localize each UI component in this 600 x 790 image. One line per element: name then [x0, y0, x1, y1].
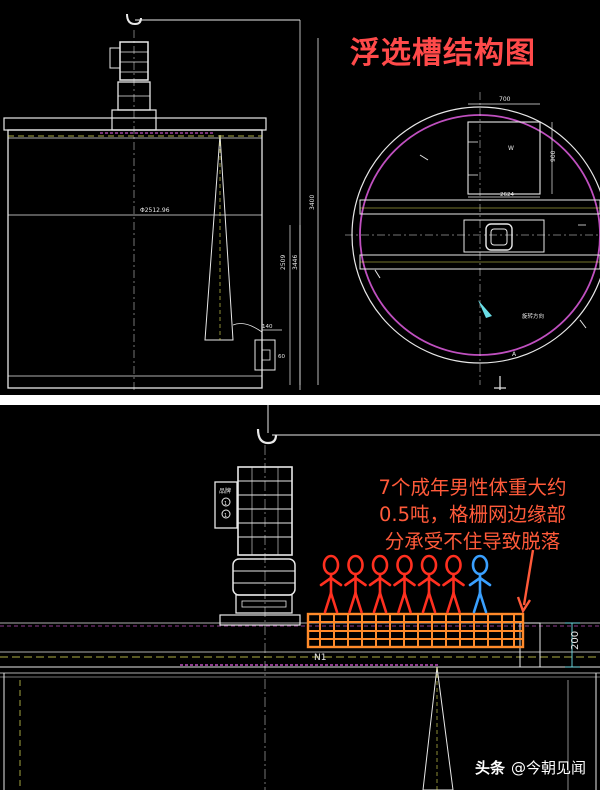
stick-figures-red: [319, 554, 465, 614]
svg-text:品牌: 品牌: [219, 487, 231, 495]
annotation-arrow-icon: [522, 549, 535, 606]
inner-cone: [204, 134, 234, 341]
terminal-box: [214, 481, 238, 529]
plan-launder-top: [359, 199, 600, 215]
n1-label: N1: [314, 653, 326, 663]
diagram-title: 浮选槽结构图: [350, 36, 536, 71]
plan-mid-label: 2624: [500, 192, 514, 198]
motor-terminal-box: [109, 47, 121, 69]
plan-feed-box: [467, 121, 541, 195]
plan-a-label: A: [512, 351, 517, 358]
watermark: 头条 @今朝见闻: [475, 757, 586, 778]
elevation-and-plan-drawing: Φ2512.96 140 60 2509 3446 3400 700: [3, 13, 600, 392]
width-dimension-label: Φ2512.96: [140, 207, 170, 214]
stick-figure-4: [393, 554, 416, 614]
plan-w-label: W: [508, 145, 514, 152]
tank-top-flange: [3, 117, 267, 131]
annotation-line-3: 分承受不住导致脱落: [384, 530, 561, 553]
stick-figure-6: [442, 554, 465, 614]
stick-figure-blue: [468, 554, 492, 614]
plan-flow-label: 旋转方向: [522, 312, 544, 320]
top-drawing-panel: Φ2512.96 140 60 2509 3446 3400 700: [0, 0, 600, 395]
watermark-platform: 头条: [474, 759, 505, 777]
annotation-line-2: 0.5吨，格栅网边缘部: [378, 503, 566, 526]
inner-cone: [422, 666, 454, 790]
plan-right-label: 900: [550, 150, 557, 162]
stick-figure-5: [417, 554, 441, 614]
height-label-mid: 2509: [280, 255, 287, 270]
label-140: 140: [262, 324, 273, 330]
bottom-drawing-panel: 品牌 1 1: [0, 405, 600, 790]
plan-motor-icon: [485, 223, 513, 251]
label-60: 60: [278, 354, 285, 360]
crane-hook: [126, 13, 142, 26]
closeup-elevation-drawing: 品牌 1 1: [0, 405, 600, 790]
stick-figure-1: [319, 554, 343, 614]
svg-text:1: 1: [224, 513, 227, 519]
motor-base-plate: [219, 614, 301, 626]
load-annotation: 7个成年男性体重大约 0.5吨，格栅网边缘部 分承受不住导致脱落: [345, 474, 600, 555]
stick-figure-blue-1: [468, 554, 492, 614]
rotation-arrow-icon: [478, 300, 492, 318]
plan-drive-box: [463, 219, 545, 253]
svg-text:1: 1: [224, 501, 227, 507]
reducer-flange: [235, 594, 293, 614]
height-label-right: 3446: [292, 255, 299, 270]
crane-hook: [256, 428, 278, 445]
tank-rim-right: [519, 622, 541, 668]
tank-shell: [7, 129, 263, 389]
grate-mesh: [306, 612, 525, 649]
plan-view: 700 900 W 2624 旋转方向 A: [345, 92, 600, 390]
reducer: [232, 558, 296, 596]
motor-body: [237, 466, 293, 556]
height-label-outer: 3400: [309, 195, 316, 210]
plan-top-label: 700: [499, 96, 511, 103]
stick-figure-3: [368, 554, 392, 614]
outlet-box: [254, 339, 276, 371]
dimension-200-label: 200: [570, 631, 581, 650]
stick-figure-2: [344, 554, 367, 614]
annotation-line-1: 7个成年男性体重大约: [378, 476, 567, 499]
watermark-account: @今朝见闻: [510, 759, 586, 777]
